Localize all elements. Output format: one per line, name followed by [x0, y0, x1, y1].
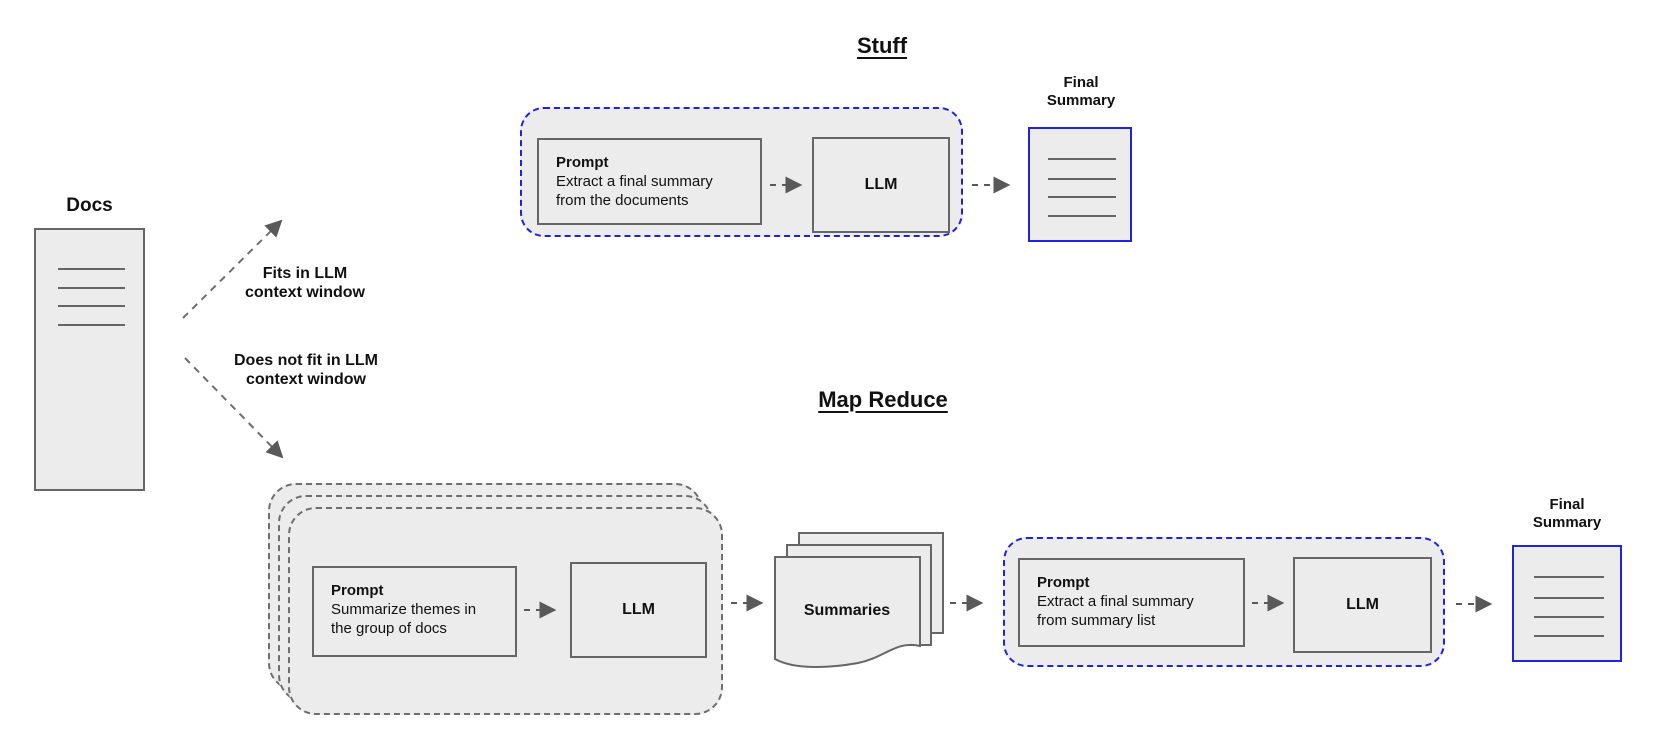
- doc-text-line: [1048, 196, 1116, 198]
- doc-text-line: [1048, 215, 1116, 217]
- reduce-llm-box: LLM: [1293, 557, 1432, 653]
- doc-text-line: [1534, 616, 1604, 618]
- reduce-final-summary-label-line2: Summary: [1532, 514, 1602, 531]
- docs-label: Docs: [66, 195, 113, 216]
- reduce-prompt-line2: from summary list: [1037, 612, 1156, 629]
- reduce-final-summary-label: Final Summary: [1517, 496, 1617, 532]
- doc-text-line: [58, 324, 125, 326]
- doc-text-line: [58, 268, 125, 270]
- stuff-final-summary-document: [1028, 127, 1132, 242]
- map-prompt-line1: Summarize themes in: [331, 601, 477, 618]
- doc-text-line: [1534, 597, 1604, 599]
- fits-branch-label-line1: Fits in LLM: [262, 265, 348, 282]
- stuff-prompt-line1: Extract a final summary: [556, 173, 713, 190]
- map-prompt-box: Prompt Summarize themes in the group of …: [312, 566, 517, 657]
- stuff-llm-box: LLM: [812, 137, 950, 233]
- map-prompt-title: Prompt: [331, 582, 384, 599]
- stuff-final-summary-label-line2: Summary: [1046, 92, 1116, 109]
- summaries-pages-shape: [774, 532, 944, 668]
- stuff-final-summary-label: Final Summary: [1031, 74, 1131, 110]
- doc-text-line: [1048, 158, 1116, 160]
- reduce-final-summary-document: [1512, 545, 1622, 662]
- summaries-page-middle: [786, 544, 932, 646]
- docs-document-shape: [34, 228, 145, 491]
- doc-text-line: [1534, 635, 1604, 637]
- overflow-branch-label: Does not fit in LLM context window: [225, 351, 387, 389]
- map-llm-label: LLM: [622, 601, 655, 618]
- map-prompt-line2: the group of docs: [331, 620, 447, 637]
- fits-branch-label-line2: context window: [245, 284, 365, 301]
- overflow-branch-label-line1: Does not fit in LLM: [234, 352, 378, 369]
- stuff-llm-label: LLM: [864, 176, 898, 193]
- map-reduce-section-title: Map Reduce: [818, 387, 948, 412]
- fits-branch-label: Fits in LLM context window: [230, 264, 380, 302]
- stuff-prompt-box: Prompt Extract a final summary from the …: [537, 138, 762, 225]
- doc-text-line: [58, 287, 125, 289]
- reduce-prompt-line1: Extract a final summary: [1037, 593, 1194, 610]
- reduce-prompt-title: Prompt: [1037, 574, 1090, 591]
- doc-text-line: [1534, 576, 1604, 578]
- reduce-final-summary-label-line1: Final: [1549, 496, 1585, 513]
- stuff-section-title: Stuff: [856, 33, 908, 58]
- summaries-label: Summaries: [803, 602, 891, 619]
- overflow-branch-label-line2: context window: [246, 371, 366, 388]
- stuff-prompt-line2: from the documents: [556, 192, 689, 209]
- doc-text-line: [1048, 178, 1116, 180]
- map-llm-box: LLM: [570, 562, 707, 658]
- stuff-final-summary-label-line1: Final: [1063, 74, 1099, 91]
- doc-text-line: [58, 305, 125, 307]
- stuff-prompt-title: Prompt: [556, 154, 609, 171]
- reduce-prompt-box: Prompt Extract a final summary from summ…: [1018, 558, 1245, 647]
- reduce-llm-label: LLM: [1346, 596, 1379, 613]
